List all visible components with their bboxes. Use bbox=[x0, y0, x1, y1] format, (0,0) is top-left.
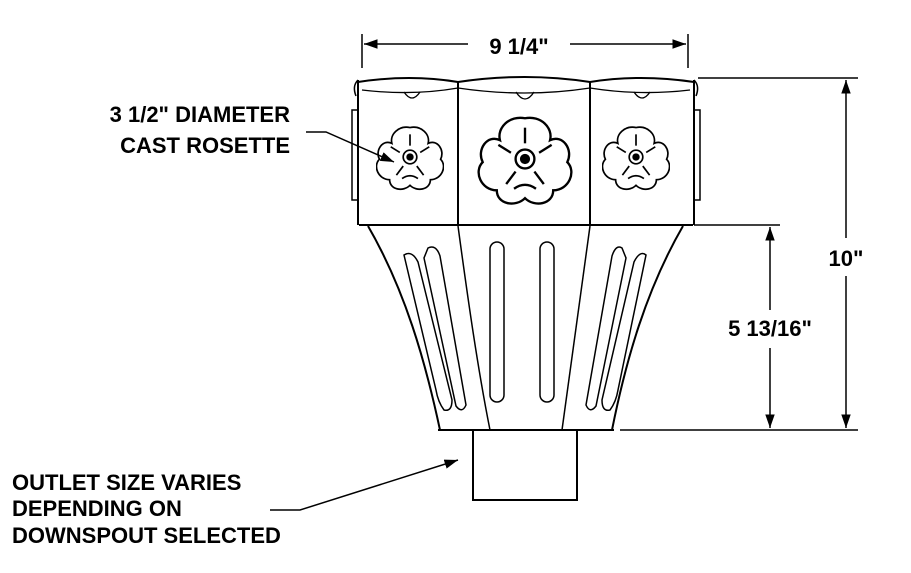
rosette-callout-line1: 3 1/2" DIAMETER bbox=[110, 102, 290, 127]
outlet-callout-line1: OUTLET SIZE VARIES bbox=[12, 470, 241, 495]
rosette-center bbox=[477, 116, 573, 205]
outlet bbox=[472, 429, 578, 501]
outlet-callout-line2: DEPENDING ON bbox=[12, 496, 182, 521]
rosette-leader bbox=[306, 131, 395, 163]
height-total-label: 10" bbox=[829, 246, 864, 271]
height-lower-dimension bbox=[694, 224, 780, 428]
head-box bbox=[351, 76, 701, 226]
fluted-body bbox=[367, 225, 684, 431]
outlet-callout-line3: DOWNSPOUT SELECTED bbox=[12, 523, 281, 548]
rosette-callout-line2: CAST ROSETTE bbox=[120, 133, 290, 158]
height-lower-label: 5 13/16" bbox=[728, 316, 812, 341]
rosette-right bbox=[602, 126, 670, 191]
outlet-leader bbox=[270, 459, 459, 511]
width-dimension bbox=[361, 34, 689, 68]
width-label: 9 1/4" bbox=[489, 34, 548, 59]
height-total-dimension bbox=[620, 77, 858, 431]
